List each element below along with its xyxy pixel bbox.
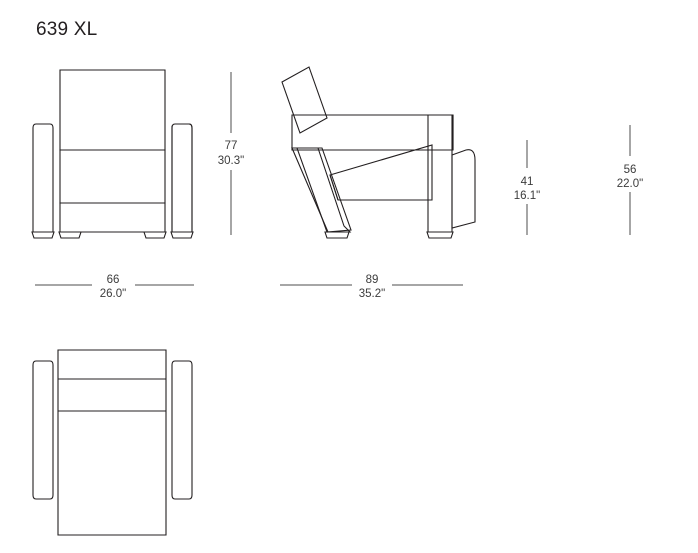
page-title: 639 XL: [36, 19, 98, 40]
right-armrest-outline: [171, 123, 193, 233]
armrest-bar: [291, 114, 454, 151]
rear-leg: [291, 147, 352, 233]
dimension-overall-width-metric: 66: [107, 274, 120, 286]
seat-panel: [59, 149, 166, 204]
left-armrest: [32, 123, 54, 233]
foot-side-front: [426, 231, 454, 239]
seat-wedge: [329, 144, 433, 201]
dimension-arm-height: 56 22.0": [617, 125, 643, 235]
dimension-seat-height-imperial: 16.1": [514, 190, 540, 202]
base-rail: [59, 202, 166, 233]
foot-side-rear: [324, 231, 350, 239]
foot-front-right-outer: [170, 231, 194, 239]
dimension-overall-depth: 89 35.2": [280, 274, 463, 300]
foot-front-left-outer: [31, 231, 55, 239]
right-armrest-plan: [171, 360, 193, 500]
side-view: [281, 66, 476, 239]
dimension-seat-height-metric: 41: [521, 176, 534, 188]
dimension-arm-height-imperial: 22.0": [617, 178, 643, 190]
foot-front-left-inner: [58, 231, 82, 239]
seat-plan: [57, 349, 167, 536]
right-armrest: [171, 123, 193, 233]
front-cushion-roll: [451, 149, 476, 229]
backrest-panel: [59, 69, 166, 151]
left-armrest-plan: [32, 360, 54, 500]
seat-wedge-front-edge: [329, 174, 339, 201]
top-view: [32, 349, 193, 536]
dimension-arm-height-metric: 56: [624, 164, 637, 176]
dimension-seat-height: 41 16.1": [514, 140, 540, 235]
rear-leg-simple: [296, 147, 352, 233]
dimension-overall-height: 77 30.3": [218, 72, 244, 235]
dimension-overall-depth-imperial: 35.2": [359, 288, 385, 300]
dimension-overall-height-metric: 77: [225, 140, 238, 152]
dimension-overall-height-imperial: 30.3": [218, 155, 244, 167]
front-view: [31, 69, 194, 239]
dimension-overall-width-imperial: 26.0": [100, 288, 126, 300]
dimension-overall-width: 66 26.0": [35, 274, 194, 300]
backrest-strip: [281, 66, 328, 134]
dimension-overall-depth-metric: 89: [366, 274, 379, 286]
foot-front-right-inner: [143, 231, 167, 239]
